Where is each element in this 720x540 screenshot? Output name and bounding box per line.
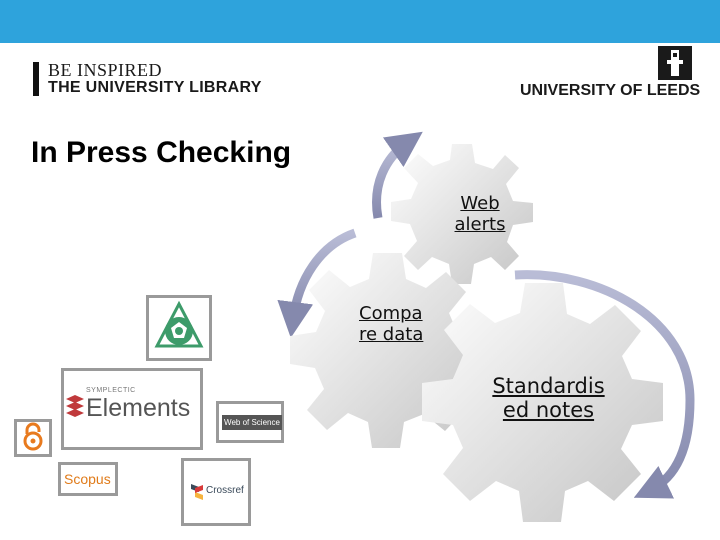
- gear-label-compare-data: Compa re data: [359, 303, 424, 345]
- gear-label-web-alerts: Web alerts: [454, 193, 506, 235]
- open-access-logo: [14, 419, 52, 457]
- green-emblem-icon: [154, 300, 204, 348]
- cycle-arrow-top: [372, 131, 423, 219]
- web-of-science-logo: Web of Science: [216, 401, 284, 443]
- university-name: UNIVERSITY OF LEEDS: [520, 82, 701, 99]
- cycle-arrow-right: [514, 270, 695, 499]
- symplectic-icon: [66, 395, 84, 417]
- header-white-strip: [0, 43, 720, 114]
- be-inspired-text: BE INSPIRED: [48, 60, 163, 80]
- scopus-text: Scopus: [64, 471, 111, 487]
- web-of-science-text: Web of Science: [222, 415, 282, 430]
- standardised-notes-gear: [422, 283, 663, 522]
- leeds-crest-icon: [658, 46, 692, 80]
- slide-title: In Press Checking: [31, 136, 292, 169]
- green-emblem-logo: [146, 295, 212, 361]
- symplectic-text: SYMPLECTIC: [86, 387, 136, 394]
- elements-text: Elements: [86, 394, 191, 422]
- cycle-arrow-left: [277, 228, 357, 338]
- symplectic-elements-logo: SYMPLECTIC Elements: [61, 368, 203, 450]
- web-alerts-gear: [391, 144, 533, 284]
- crossref-text: Crossref: [206, 485, 244, 496]
- library-name: THE UNIVERSITY LIBRARY: [48, 79, 262, 96]
- crossref-icon: [191, 484, 203, 500]
- library-logo-bar: [33, 62, 39, 96]
- open-access-icon: [23, 422, 43, 451]
- scopus-logo: Scopus: [58, 462, 118, 496]
- crossref-logo: Crossref: [181, 458, 251, 526]
- gear-label-standardised-notes: Standardis ed notes: [492, 374, 605, 423]
